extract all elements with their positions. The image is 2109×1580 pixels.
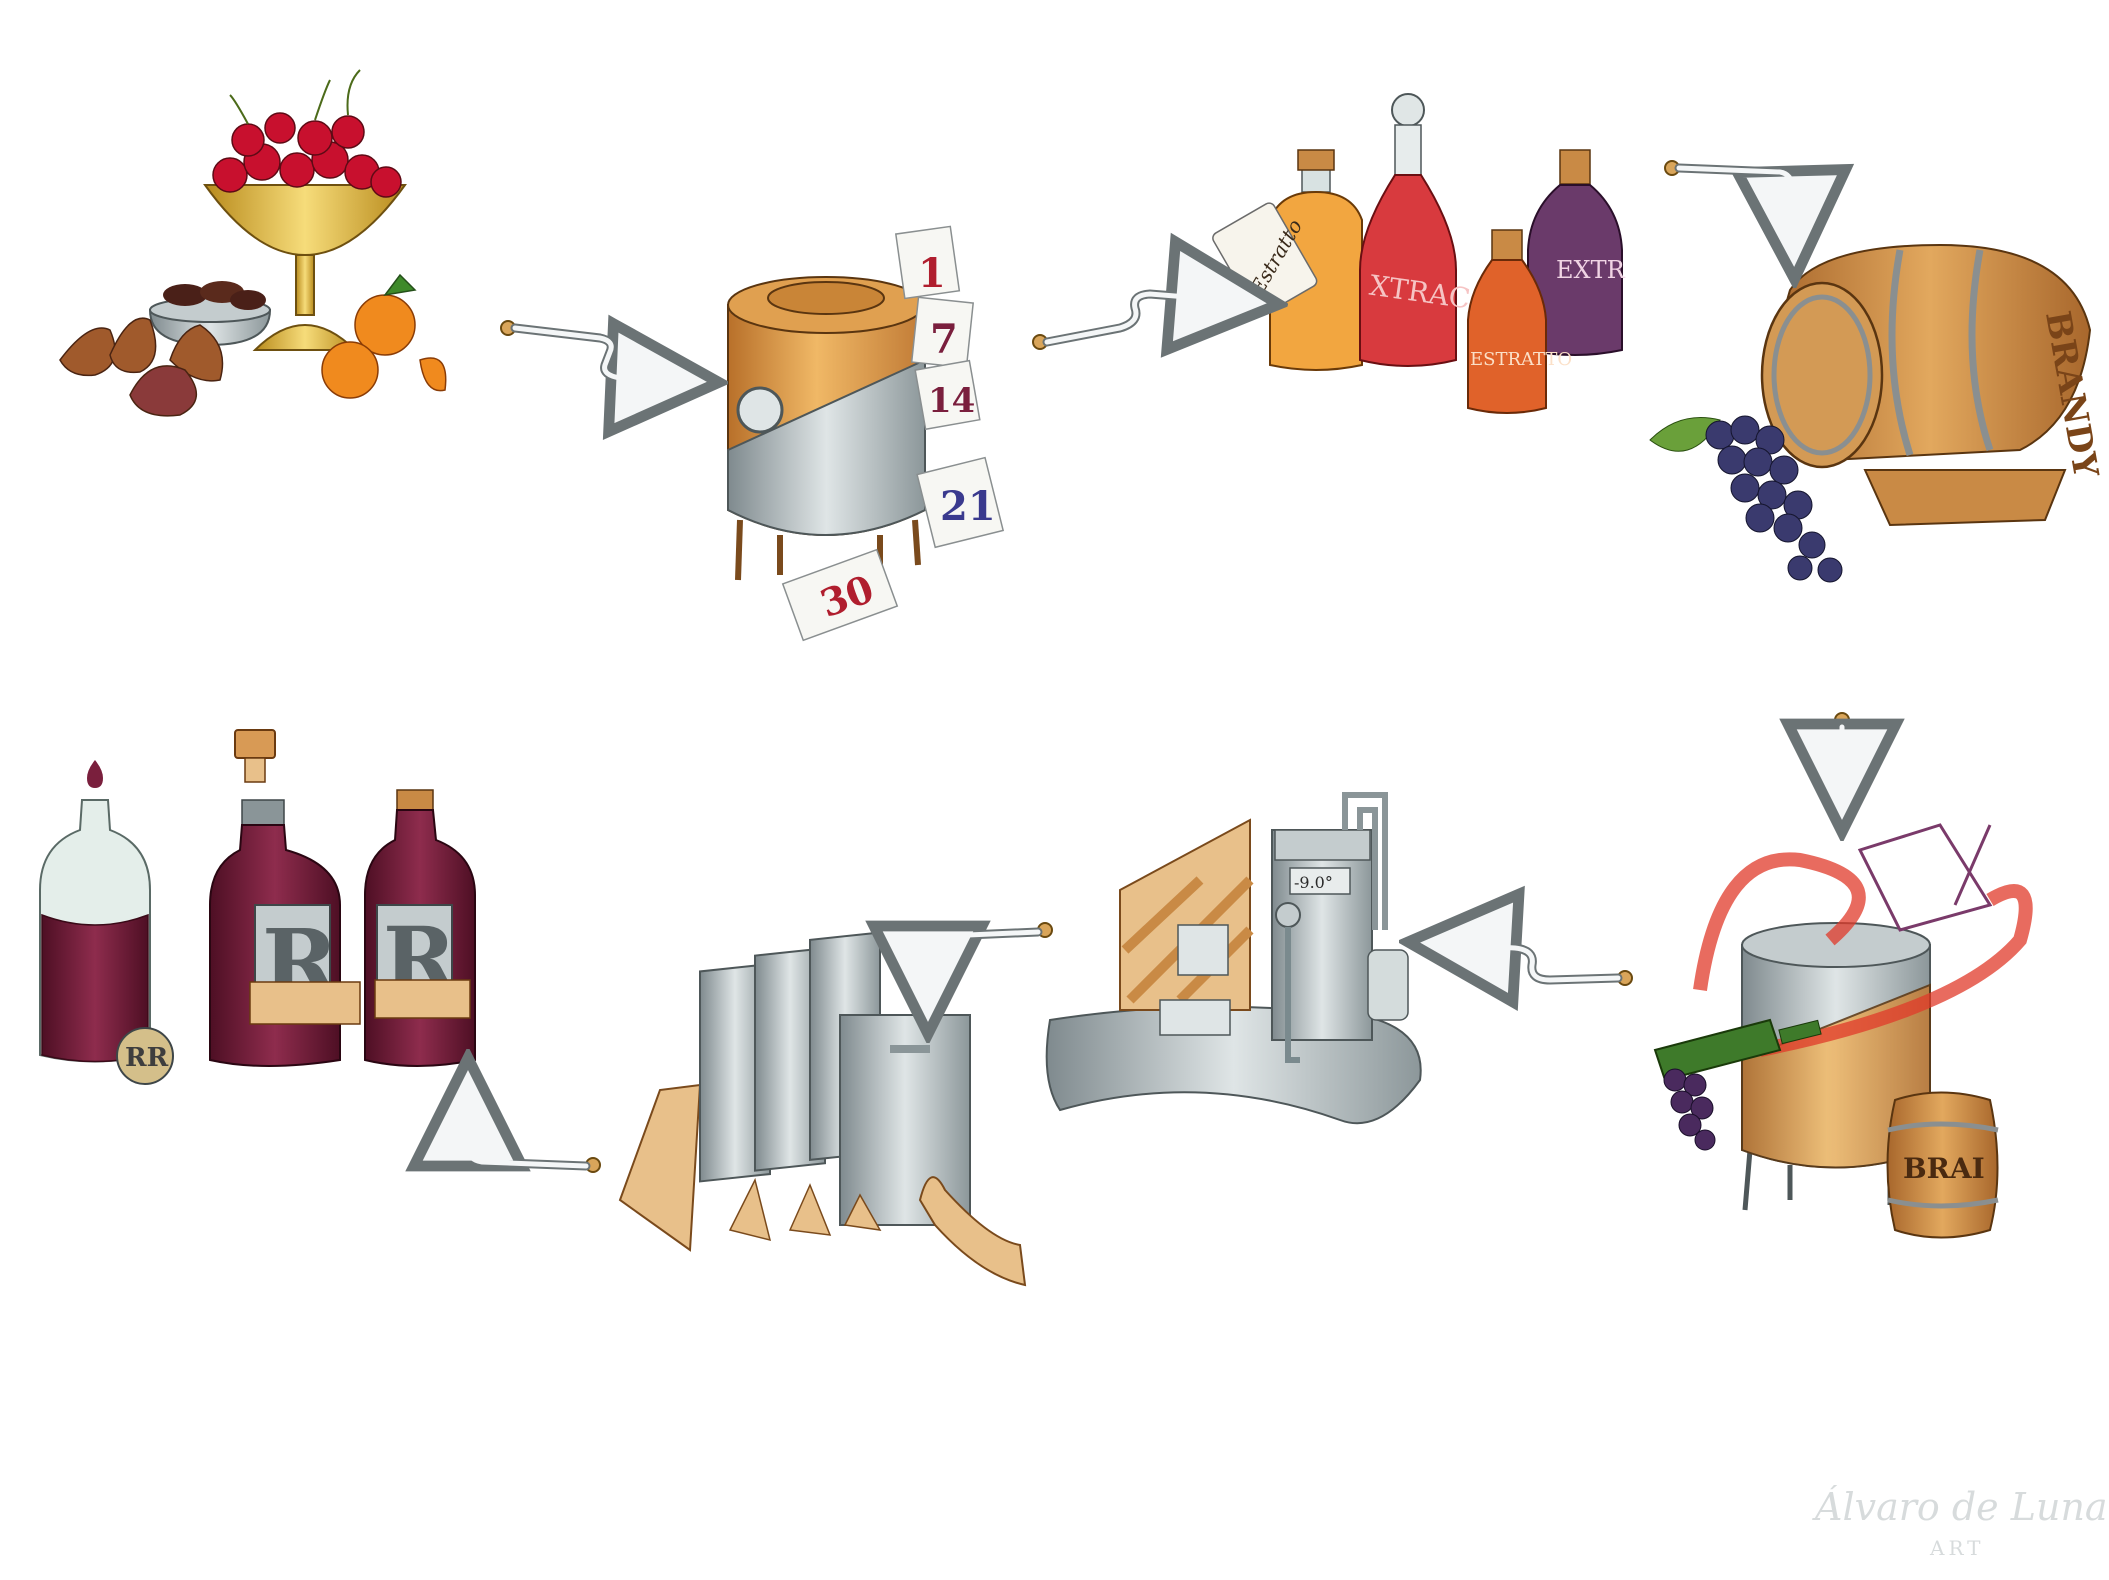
- day-14: 14: [928, 381, 975, 421]
- arrow-fruits-to-maceration: [500, 321, 665, 380]
- arrow-chilling-to-filtration: [928, 923, 1053, 980]
- artist-signature: Álvaro de Luna ART: [1812, 1485, 2108, 1560]
- step-bottling: R R RR: [39, 729, 476, 1085]
- step-filtration: [618, 931, 1027, 1287]
- signature-sub: ART: [1929, 1536, 1985, 1560]
- mandarin-icon: [321, 273, 447, 399]
- gold-bowl-icon: [203, 184, 407, 351]
- cherry-icon: [212, 69, 402, 198]
- step-blending: BRAI: [1653, 823, 2033, 1239]
- step-chilling: -9.0°: [1045, 792, 1422, 1125]
- grapes-icon: [1649, 415, 1843, 583]
- wine-bottle-icon: [1653, 1018, 1822, 1082]
- day-21: 21: [940, 483, 996, 530]
- date-icon: [148, 281, 272, 347]
- step-fruits: [59, 69, 447, 417]
- arrow-barrel-to-blending: [1835, 712, 1849, 778]
- filter-plates-icon: [618, 931, 1027, 1287]
- cork-icon: [234, 729, 276, 783]
- temperature-readout: -9.0°: [1294, 873, 1333, 892]
- brai-barrel-text: BRAI: [1903, 1152, 1985, 1185]
- arrow-extracts-to-barrel: [1664, 160, 1793, 225]
- cooling-machine-icon: -9.0°: [1045, 792, 1422, 1125]
- rr-seal: RR: [125, 1043, 169, 1073]
- day-1: 1: [918, 250, 946, 297]
- step-brandy-barrel: BRANDY: [1649, 243, 2106, 583]
- step-maceration: 1 7 14 21 30: [727, 225, 1005, 642]
- day-7: 7: [930, 316, 958, 363]
- grapes-icon: [1663, 1068, 1716, 1151]
- small-barrel-icon: BRAI: [1886, 1091, 1999, 1239]
- arrow-maceration-to-extracts: [1032, 294, 1225, 349]
- arrow-filtration-to-bottling: [468, 1112, 601, 1173]
- signature-name: Álvaro de Luna: [1812, 1485, 2108, 1529]
- arrow-blending-to-chilling: [1462, 945, 1633, 985]
- barrel-icon: BRANDY: [1760, 243, 2106, 527]
- extr-label: EXTR: [1556, 256, 1626, 284]
- estratto-label: ESTRATTO: [1470, 349, 1572, 370]
- calendar-sheet-icon: [781, 225, 1005, 642]
- copper-tank-icon: [727, 276, 926, 585]
- step-extracts: Estratto XTRAC EXTR ESTRATTO: [1212, 93, 1626, 414]
- logo-r-icon: R R RR: [116, 904, 471, 1085]
- connector-arrows: [468, 160, 1849, 1173]
- fig-icon: [59, 317, 224, 417]
